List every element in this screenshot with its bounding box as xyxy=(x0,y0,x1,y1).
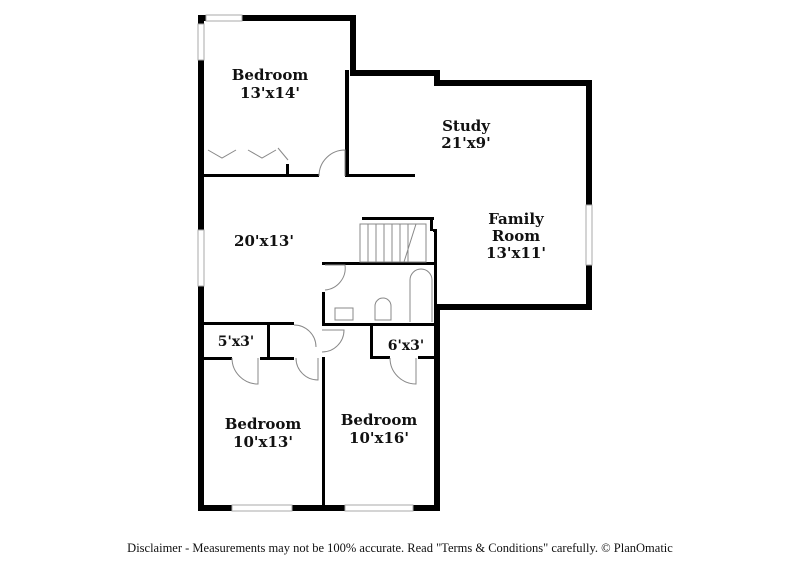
room-size-bedroom-bottom-left: 10'x13' xyxy=(233,433,293,451)
room-name-family-line2: Room xyxy=(492,227,540,245)
room-size-closet-left: 5'x3' xyxy=(218,334,254,350)
bathroom-fixtures xyxy=(334,268,433,322)
room-size-bedroom-top: 13'x14' xyxy=(240,84,300,102)
room-size-bedroom-bottom-right: 10'x16' xyxy=(349,429,409,447)
room-name-bedroom-bottom-right: Bedroom xyxy=(341,411,418,429)
doors xyxy=(207,147,417,385)
room-name-bedroom-bottom-left: Bedroom xyxy=(225,415,302,433)
stairs xyxy=(359,223,427,263)
room-name-family-line1: Family xyxy=(488,210,545,228)
disclaimer: Disclaimer - Measurements may not be 100… xyxy=(127,541,673,555)
room-size-study: 21'x9' xyxy=(441,134,490,152)
room-name-study: Study xyxy=(442,117,491,135)
room-size-family: 13'x11' xyxy=(486,244,546,262)
room-size-hall: 20'x13' xyxy=(234,232,294,250)
room-size-closet-right: 6'x3' xyxy=(388,338,424,354)
room-name-bedroom-top: Bedroom xyxy=(232,66,309,84)
room-labels: Bedroom 13'x14' Study 21'x9' Family Room… xyxy=(218,66,546,451)
windows xyxy=(197,14,593,512)
